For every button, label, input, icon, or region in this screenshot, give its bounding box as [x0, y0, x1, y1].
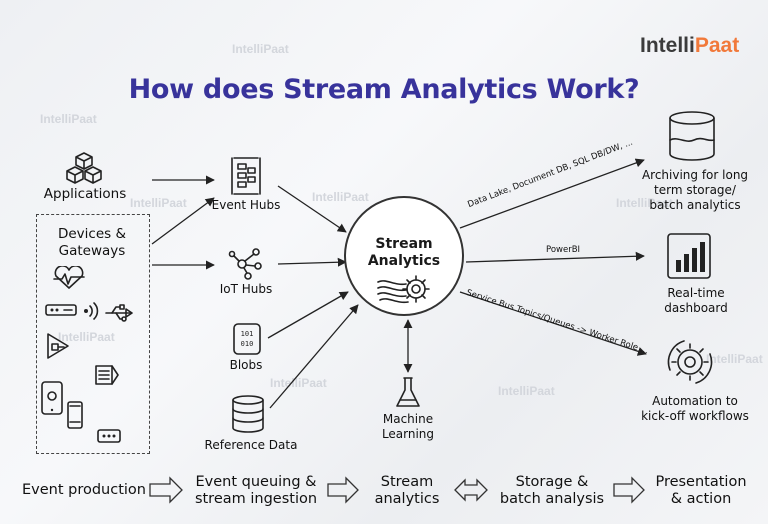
arrow-sa-archive: [459, 158, 645, 229]
watermark: IntelliPaat: [270, 376, 327, 390]
event-hubs-icon: [231, 157, 261, 195]
watermark: IntelliPaat: [40, 112, 97, 126]
arrow-blobs-sa: [267, 291, 349, 339]
arrow-sa-automation: [459, 291, 647, 356]
flask-icon: [396, 377, 420, 407]
arrow-sa-powerbi: [465, 251, 645, 263]
arrow-refdata-sa: [269, 304, 359, 409]
router-icon: [45, 304, 77, 316]
watermark: IntelliPaat: [130, 196, 187, 210]
watermark: IntelliPaat: [616, 196, 673, 210]
event-hubs-label: Event Hubs: [211, 198, 281, 212]
devices-label: Devices &Gateways: [57, 226, 127, 259]
svg-text:010: 010: [241, 340, 254, 348]
watermark: IntelliPaat: [706, 352, 763, 366]
cubes-icon: [66, 152, 102, 184]
usb-icon: [105, 304, 133, 322]
gear-icon: [377, 275, 430, 304]
heart-monitor-icon: [53, 266, 85, 289]
devices-gateways-group: [36, 214, 150, 454]
stage-arrow-3: [454, 478, 488, 502]
reference-data-label: Reference Data: [204, 438, 298, 452]
machine-learning-label: Machine Learning: [381, 412, 435, 441]
wireless-icon: [84, 302, 99, 320]
tablet-icon: [41, 381, 63, 415]
stage-event-queuing: Event queuing &stream ingestion: [194, 474, 318, 507]
stage-arrow-2: [327, 476, 359, 504]
blob-icon: 101 010: [233, 323, 261, 355]
watermark: IntelliPaat: [58, 330, 115, 344]
server-icon: [95, 365, 119, 385]
edge-label-powerbi: PowerBI: [546, 245, 581, 255]
iot-hubs-label: IoT Hubs: [219, 282, 273, 296]
phone-icon: [67, 401, 83, 429]
dashboard-output-label: Real-time dashboard: [664, 286, 728, 315]
blobs-label: Blobs: [229, 358, 263, 372]
diagram-title: How does Stream Analytics Work?: [128, 74, 640, 105]
plug-device-icon: [47, 333, 69, 359]
svg-text:101: 101: [241, 330, 254, 338]
stage-arrow-1: [149, 476, 183, 504]
arrow-eventhubs-sa: [277, 185, 347, 233]
stage-storage-batch: Storage &batch analysis: [499, 474, 605, 507]
automation-gear-icon: [667, 340, 713, 384]
hub-device-icon: [97, 429, 121, 443]
applications-label: Applications: [43, 186, 127, 202]
storage-icon: [669, 111, 715, 161]
powerbi-icon: [667, 233, 711, 279]
arrow-devices-eventhubs: [151, 197, 215, 245]
stage-presentation-action: Presentation& action: [655, 474, 747, 507]
intellipaat-logo: IntelliPaat: [640, 34, 740, 57]
watermark: IntelliPaat: [312, 190, 369, 204]
stage-arrow-4: [613, 476, 645, 504]
watermark: IntelliPaat: [498, 384, 555, 398]
iot-hubs-icon: [228, 248, 262, 280]
stage-event-production: Event production: [21, 482, 146, 498]
watermark: IntelliPaat: [232, 42, 289, 56]
database-icon: [232, 395, 264, 433]
arrow-iothubs-sa: [277, 257, 347, 267]
